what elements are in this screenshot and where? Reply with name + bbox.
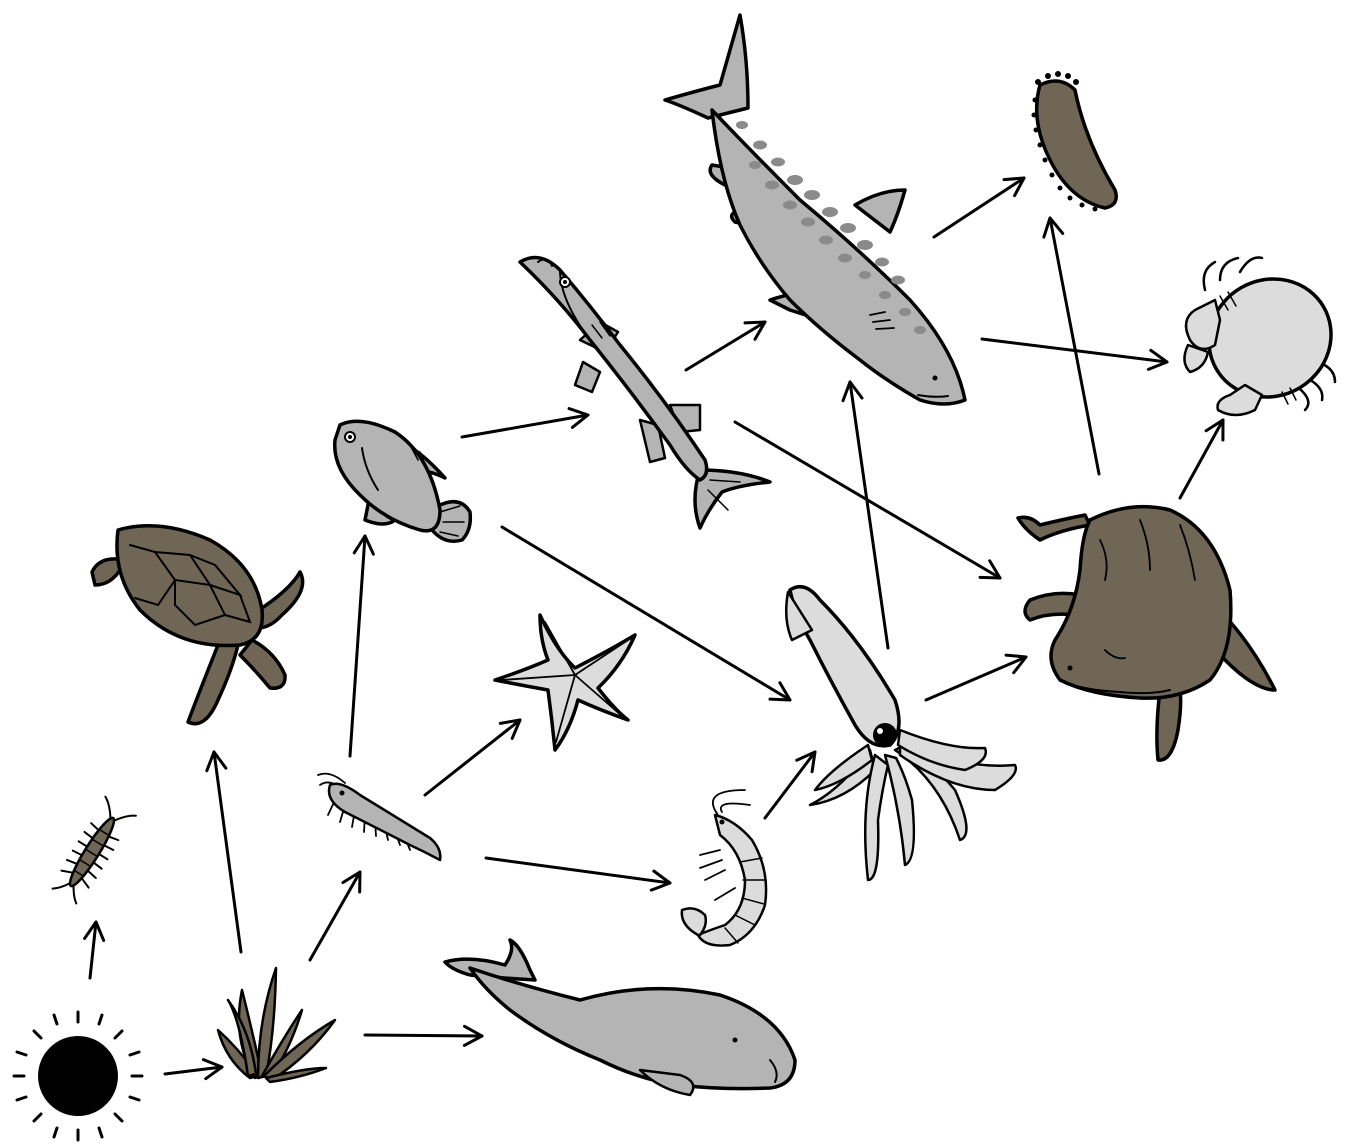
seagrass-icon — [218, 968, 335, 1082]
arrow-shaft — [1180, 420, 1223, 498]
arrow-shaft — [1050, 218, 1099, 474]
arrow-shaft — [365, 1035, 482, 1036]
crab-icon — [1184, 257, 1345, 419]
arrow-shaft — [310, 872, 360, 960]
arrow-shaft — [350, 536, 365, 756]
arrow-squid-to-crocodile — [926, 655, 1026, 700]
sea-cucumber-icon — [1032, 71, 1117, 212]
arrow-head — [1004, 178, 1024, 196]
arrow-shaft — [926, 657, 1026, 700]
arrow-barracuda-to-shark — [686, 322, 765, 370]
small-fish-icon — [335, 421, 471, 541]
arrow-seagrass-to-zooplankton — [310, 872, 360, 960]
zooplankton-icon — [318, 774, 440, 860]
barracuda-icon — [520, 258, 770, 529]
arrow-shaft — [462, 415, 588, 437]
sun-icon — [14, 1012, 142, 1140]
arrow-crocodile-to-sea-cucumber — [1044, 218, 1099, 474]
arrow-zooplankton-to-shrimp — [486, 858, 670, 890]
arrow-shaft — [214, 752, 241, 952]
arrow-shaft — [934, 178, 1024, 237]
squid-icon — [786, 587, 1016, 880]
arrow-crocodile-to-crab — [1180, 420, 1223, 498]
arrow-seagrass-to-dugong — [365, 1026, 482, 1045]
arrow-sun-to-isopod — [85, 922, 104, 978]
arrow-sun-to-seagrass — [165, 1060, 222, 1079]
arrow-shaft — [850, 382, 888, 648]
shark-icon — [665, 15, 965, 404]
arrow-shaft — [686, 322, 765, 370]
arrow-seagrass-to-sea-turtle — [207, 752, 241, 952]
arrow-zooplankton-to-small-fish — [350, 536, 373, 756]
arrow-shaft — [425, 720, 520, 795]
arrow-shaft — [765, 752, 815, 818]
sea-turtle-icon — [92, 526, 303, 724]
crocodile-icon — [1018, 507, 1275, 760]
arrow-small-fish-to-barracuda — [462, 409, 588, 437]
arrow-shark-to-sea-cucumber — [934, 178, 1024, 237]
arrow-squid-to-shark — [843, 382, 888, 648]
arrow-zooplankton-to-sea-star — [425, 720, 520, 795]
arrow-shrimp-to-squid — [765, 752, 815, 818]
arrow-shaft — [486, 858, 670, 883]
isopod-icon — [49, 797, 136, 906]
shrimp-icon — [682, 790, 766, 946]
dugong-icon — [445, 940, 795, 1095]
